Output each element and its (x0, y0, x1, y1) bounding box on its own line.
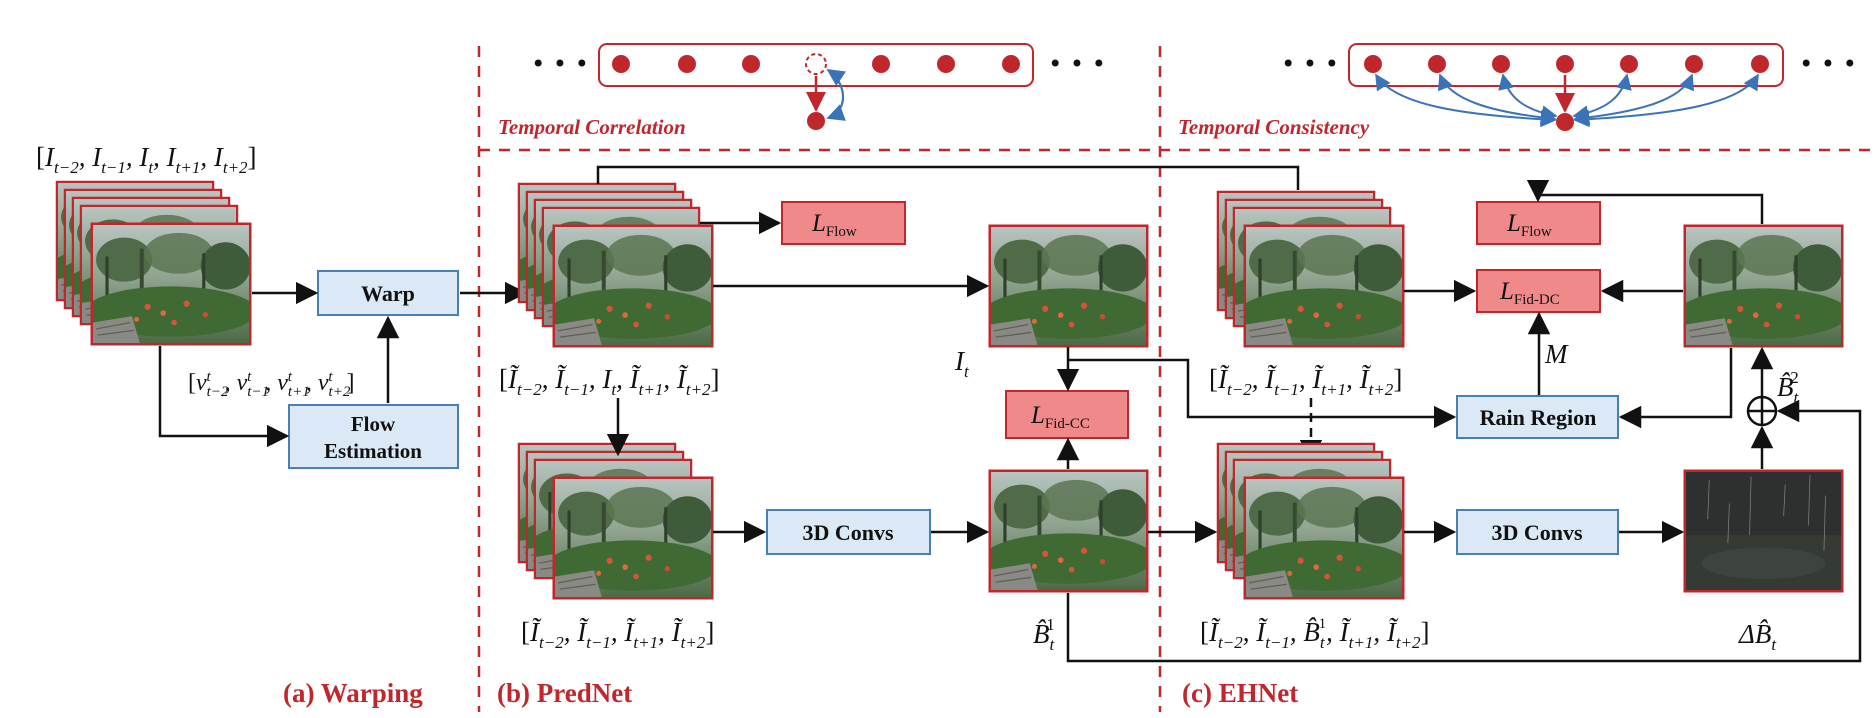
ehnet-neighbors-stack (1216, 190, 1405, 348)
temporal-consistency-inset: • • • • • • Temporal Consistency (1178, 43, 1857, 139)
frame-dot (1002, 55, 1020, 73)
loss-flow-b (781, 201, 906, 245)
loss-fid-cc-label: LFid-CC (1030, 402, 1090, 432)
warped-neighbors-label: [Ĩt−2, Ĩt−1, Ĩt+1, Ĩt+2] (521, 617, 714, 652)
panel-b-prednet: [Ĩt−2, Ĩt−1, It, Ĩt+1, Ĩt+2] LFlow It LF… (497, 182, 1149, 708)
frame-dot (1685, 55, 1703, 73)
dB-label: ΔB̂t (1738, 619, 1777, 654)
target-dot (807, 112, 825, 130)
temporal-consistency-label: Temporal Consistency (1178, 115, 1370, 139)
edge-B2-to-lflow (1526, 179, 1764, 224)
loss-flow-b-label: LFlow (811, 210, 857, 240)
frame-dot (612, 55, 630, 73)
output-frame-B2 (1683, 224, 1844, 348)
panel-a-warping: [It−2, It−1, It, It+1, It+2] Warp Flow E… (36, 142, 528, 708)
target-frame-It (988, 224, 1149, 348)
frame-dot (1428, 55, 1446, 73)
It-label: It (954, 346, 970, 381)
ellipsis-right-b: • • • (1048, 50, 1106, 78)
loss-flow-c (1476, 201, 1601, 245)
frame-dot (1556, 55, 1574, 73)
input-frames-label: [It−2, It−1, It, It+1, It+2] (36, 142, 257, 177)
target-dot (1556, 113, 1574, 131)
warped-neighbors-c-label: [Ĩt−2, Ĩt−1, Ĩt+1, Ĩt+2] (1209, 364, 1402, 399)
temporal-correlation-label: Temporal Correlation (498, 115, 686, 139)
panel-b-label: (b) PredNet (497, 678, 632, 708)
frame-dot (1364, 55, 1382, 73)
warped-frame-stack (517, 182, 714, 348)
warped-neighbors-stack (517, 442, 714, 600)
panel-a-label: (a) Warping (283, 678, 423, 708)
missing-frame-dot (805, 53, 827, 75)
conv3d-block-b (766, 509, 931, 555)
conv3d-c-label: 3D Convs (1491, 520, 1583, 545)
frame-dot (1751, 55, 1769, 73)
loss-fid-dc (1476, 269, 1601, 313)
ellipsis-left-c: • • • (1281, 50, 1339, 78)
flow-vectors-label: [vt−2t, vt−1t, vt+1t, vt+2t] (188, 369, 355, 400)
frame-dot (937, 55, 955, 73)
warped-all-label: [Ĩt−2, Ĩt−1, It, Ĩt+1, Ĩt+2] (499, 364, 720, 399)
frame-dot (742, 55, 760, 73)
ehnet-input-stack (1216, 442, 1405, 600)
edge-It-to-rainregion (1068, 358, 1457, 429)
ehnet-input-label: [Ĩt−2, Ĩt−1, B̂t1, Ĩt+1, Ĩt+2] (1200, 616, 1430, 652)
edge-B2-to-rainregion (1618, 348, 1733, 429)
panel-c-label: (c) EHNet (1182, 678, 1298, 708)
frame-dot (678, 55, 696, 73)
correlation-back-arrow (826, 69, 847, 121)
ellipsis-right-c: • • • (1799, 50, 1857, 78)
flow-estimation-label-line1: Flow (351, 412, 396, 436)
flow-estimation-label-line2: Estimation (324, 439, 422, 463)
frame-dot (1492, 55, 1510, 73)
loss-flow-c-label: LFlow (1506, 210, 1552, 240)
edge-stack-to-flow (158, 346, 290, 448)
loss-fid-dc-label: LFid-DC (1499, 278, 1560, 308)
conv3d-block-c (1456, 509, 1619, 555)
warp-label: Warp (361, 281, 415, 306)
consistency-arrow (1573, 73, 1759, 128)
frame-dot (872, 55, 890, 73)
panel-c-ehnet: [Ĩt−2, Ĩt−1, Ĩt+1, Ĩt+2] LFlow LFid-DC M… (596, 165, 1862, 708)
edge-B1-to-sum (1066, 399, 1862, 663)
rain-region-label: Rain Region (1480, 405, 1597, 430)
residual-frame-dB (1683, 469, 1844, 593)
temporal-correlation-inset: • • • • • • Temporal Correlation (498, 43, 1106, 139)
conv3d-b-label: 3D Convs (802, 520, 894, 545)
B2-label: B̂t2 (1777, 368, 1800, 407)
frame-dot (1620, 55, 1638, 73)
input-frame-stack (55, 180, 252, 346)
B1-label: B̂t1 (1033, 615, 1056, 654)
ellipsis-left-b: • • • (531, 50, 589, 78)
output-frame-B1 (988, 469, 1149, 593)
mask-label: M (1544, 339, 1569, 369)
rain-region-block (1456, 395, 1619, 439)
consistency-arrow (1498, 73, 1558, 122)
edge-prednet-stack-to-ehnet-stack (596, 165, 1300, 190)
